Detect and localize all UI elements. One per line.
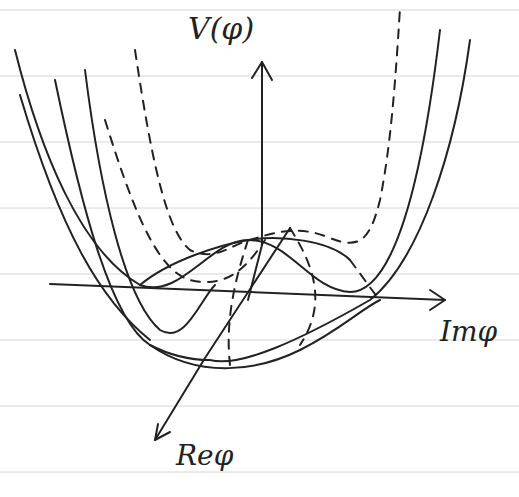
ruled-lines [0, 10, 519, 472]
dashed-curve [135, 8, 400, 254]
dashed-curve [229, 240, 248, 365]
v-axis [248, 62, 262, 300]
potential-curve [85, 70, 215, 333]
axis-label: Reφ [176, 442, 233, 470]
dashed-curve [105, 120, 265, 282]
potential-curve [55, 40, 470, 361]
arrowhead [430, 290, 445, 310]
axis-label: Imφ [440, 318, 497, 346]
potential-curve [150, 300, 380, 368]
dashed-curve [350, 260, 380, 300]
dashed-curve [290, 228, 315, 345]
rim-curve [140, 238, 350, 285]
arrowhead [252, 62, 272, 80]
axis-label: V(φ) [188, 14, 254, 44]
potential-curve [20, 95, 150, 340]
arrowhead [155, 424, 170, 440]
re-axis [155, 228, 290, 440]
potential-curve [15, 30, 440, 292]
